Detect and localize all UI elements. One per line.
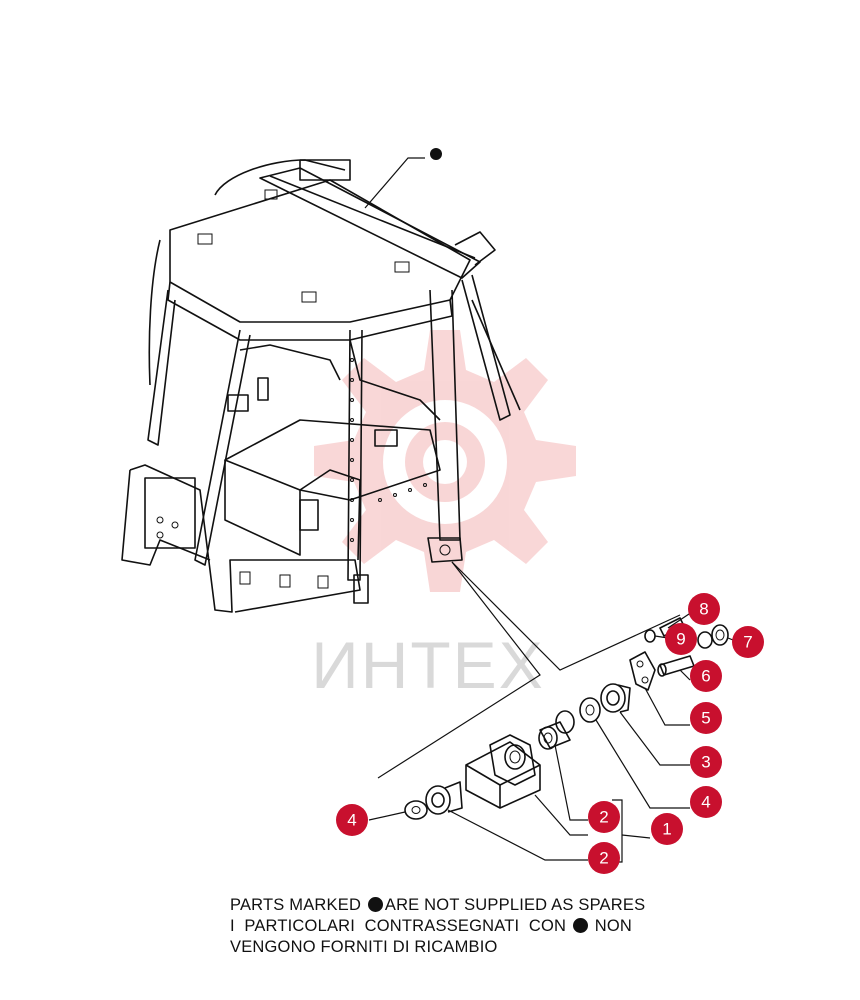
callout-9: 9 <box>665 623 697 655</box>
part-washer-right <box>579 697 601 723</box>
svg-text:7: 7 <box>743 633 752 652</box>
part-pin <box>657 655 695 677</box>
svg-text:2: 2 <box>599 808 608 827</box>
watermark-gear-icon <box>314 330 576 592</box>
note-line3: VENGONO FORNITI DI RICAMBIO <box>230 938 498 956</box>
part-bushing-lower <box>425 781 463 815</box>
filled-circle-icon <box>367 897 383 912</box>
callout-2-lower: 2 <box>588 842 620 874</box>
callout-4-left: 4 <box>336 804 368 836</box>
note-line1-a: PARTS MARKED <box>230 896 366 914</box>
watermark-text: ИНТЕХ <box>311 628 544 702</box>
svg-text:1: 1 <box>662 820 671 839</box>
svg-text:3: 3 <box>701 753 710 772</box>
note-line1-b: ARE NOT SUPPLIED AS SPARES <box>384 896 646 914</box>
filled-circle-icon <box>572 918 588 933</box>
callout-3: 3 <box>690 746 722 778</box>
part-washer-left <box>404 800 428 820</box>
callout-6: 6 <box>690 660 722 692</box>
callout-4-right: 4 <box>690 786 722 818</box>
part-flange-bushing <box>600 683 631 713</box>
cab-leader-line <box>364 157 425 209</box>
exploded-view-line-right <box>451 561 681 671</box>
callout-5: 5 <box>690 702 722 734</box>
spares-note: PARTS MARKED ARE NOT SUPPLIED AS SPARES … <box>230 895 645 958</box>
svg-text:4: 4 <box>347 811 356 830</box>
callout-1: 1 <box>651 813 683 845</box>
svg-text:9: 9 <box>676 630 685 649</box>
note-line2-b: NON <box>589 917 632 935</box>
svg-text:2: 2 <box>599 849 608 868</box>
part-pivot-housing <box>465 734 541 809</box>
part-lock-plate <box>629 651 656 691</box>
part-bushing-upper <box>538 710 575 750</box>
callout-7: 7 <box>732 626 764 658</box>
not-supplied-marker-icon <box>430 148 442 160</box>
svg-text:6: 6 <box>701 667 710 686</box>
callout-leaders <box>368 611 739 863</box>
part-ring <box>711 624 729 646</box>
cab-frame <box>121 159 521 613</box>
note-line2: I PARTICOLARI CONTRASSEGNATI CON <box>230 917 567 935</box>
svg-text:5: 5 <box>701 709 710 728</box>
svg-text:4: 4 <box>701 793 710 812</box>
callout-8: 8 <box>688 593 720 625</box>
svg-text:8: 8 <box>699 600 708 619</box>
callout-2-upper: 2 <box>588 801 620 833</box>
exploded-view-line-left <box>377 561 541 779</box>
